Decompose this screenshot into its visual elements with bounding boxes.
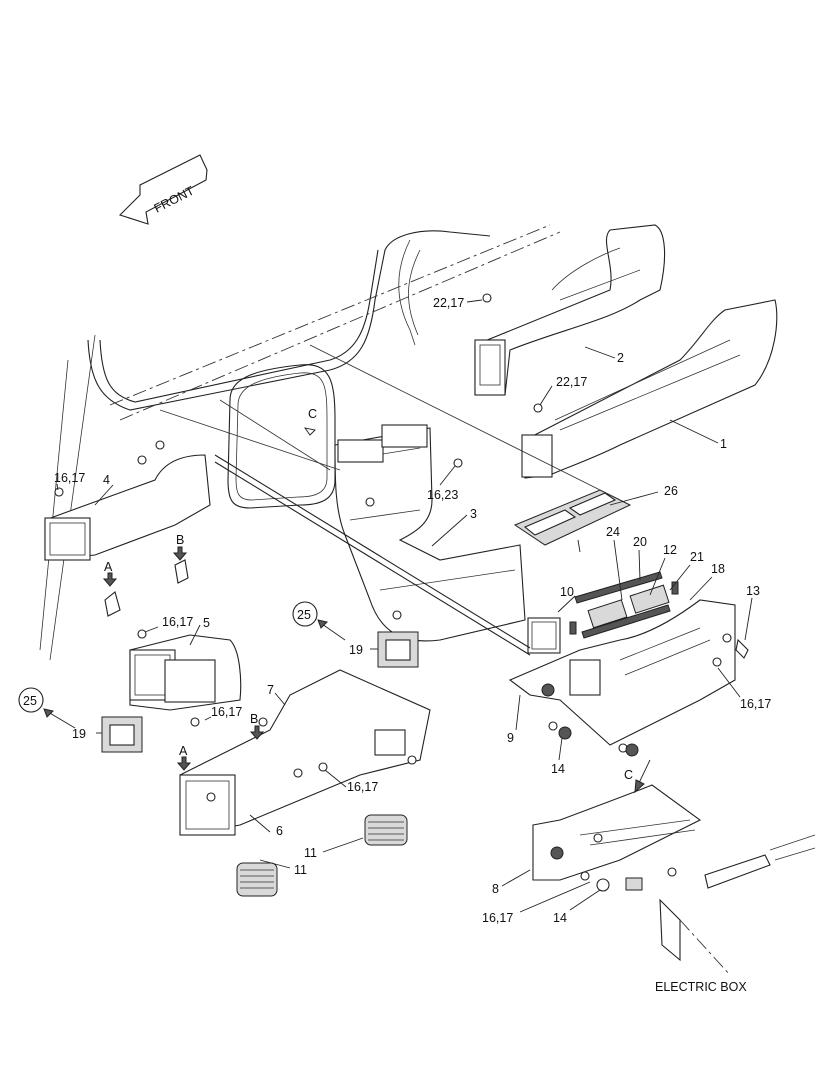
callout-5: 5 <box>203 616 210 630</box>
reference-circle-lower: 25 <box>18 687 76 729</box>
grille-19-right <box>377 631 419 668</box>
duct-3 <box>334 424 526 642</box>
callout-3: 3 <box>470 507 477 521</box>
electric-box-label: ELECTRIC BOX <box>655 980 747 994</box>
electric-box-outline <box>659 834 816 976</box>
callout-11-upper: 11 <box>304 846 317 860</box>
bracket-8 <box>532 784 702 881</box>
callout-16-23: 16,23 <box>427 488 458 502</box>
marker-b-upper: B <box>176 533 184 547</box>
callout-22-17-lower: 22,17 <box>556 375 587 389</box>
callout-13: 13 <box>746 584 760 598</box>
reference-circle-upper: 25 <box>292 601 346 641</box>
reference-number-upper: 25 <box>297 608 311 622</box>
callout-16-17-e: 16,17 <box>740 697 771 711</box>
callout-9: 9 <box>507 731 514 745</box>
callout-8: 8 <box>492 882 499 896</box>
mounting-rods <box>159 344 621 656</box>
leader-lines <box>56 299 753 913</box>
callout-16-17-b: 16,17 <box>162 615 193 629</box>
duct-1 <box>521 299 778 479</box>
marker-a-upper: A <box>104 560 113 574</box>
callout-labels: 1 2 3 4 5 6 7 8 9 10 11 11 12 13 14 14 1… <box>54 296 771 925</box>
duct-7-and-6 <box>179 669 431 836</box>
callout-12: 12 <box>663 543 677 557</box>
marker-c-upper: C <box>308 407 317 421</box>
grille-19-left <box>101 716 143 753</box>
callout-21: 21 <box>690 550 704 564</box>
callout-16-17-d: 16,17 <box>347 780 378 794</box>
reference-number-lower: 25 <box>23 694 37 708</box>
callout-16-17-c: 16,17 <box>211 705 242 719</box>
callout-22-17-upper: 22,17 <box>433 296 464 310</box>
grille-11-upper <box>364 814 408 846</box>
left-window-panel <box>227 364 336 509</box>
callout-4: 4 <box>103 473 110 487</box>
callout-14-upper: 14 <box>551 762 565 776</box>
callout-19-left: 19 <box>72 727 86 741</box>
callout-14-lower: 14 <box>553 911 567 925</box>
callout-6: 6 <box>276 824 283 838</box>
duct-2 <box>474 224 666 396</box>
vent-panel-26 <box>513 489 632 546</box>
callout-24: 24 <box>606 525 620 539</box>
fasteners <box>54 293 749 892</box>
callout-11-lower: 11 <box>294 863 307 877</box>
front-direction-arrow: FRONT <box>118 154 208 225</box>
markers: C B A B A C <box>102 407 651 794</box>
cab-outline <box>39 224 561 661</box>
console-panel-9 <box>508 599 736 746</box>
marker-b-lower: B <box>250 712 258 726</box>
callout-19-right: 19 <box>349 643 363 657</box>
callout-10: 10 <box>560 585 574 599</box>
duct-4 <box>44 454 211 617</box>
duct-5 <box>129 634 242 711</box>
callout-1: 1 <box>720 437 727 451</box>
callout-20: 20 <box>633 535 647 549</box>
callout-7: 7 <box>267 683 274 697</box>
callout-16-17-a: 16,17 <box>54 471 85 485</box>
callout-16-17-f: 16,17 <box>482 911 513 925</box>
callout-26: 26 <box>664 484 678 498</box>
callout-2: 2 <box>617 351 624 365</box>
grille-11-lower <box>236 862 278 897</box>
callout-18: 18 <box>711 562 725 576</box>
marker-a-lower: A <box>179 744 188 758</box>
marker-c-lower: C <box>624 768 633 782</box>
